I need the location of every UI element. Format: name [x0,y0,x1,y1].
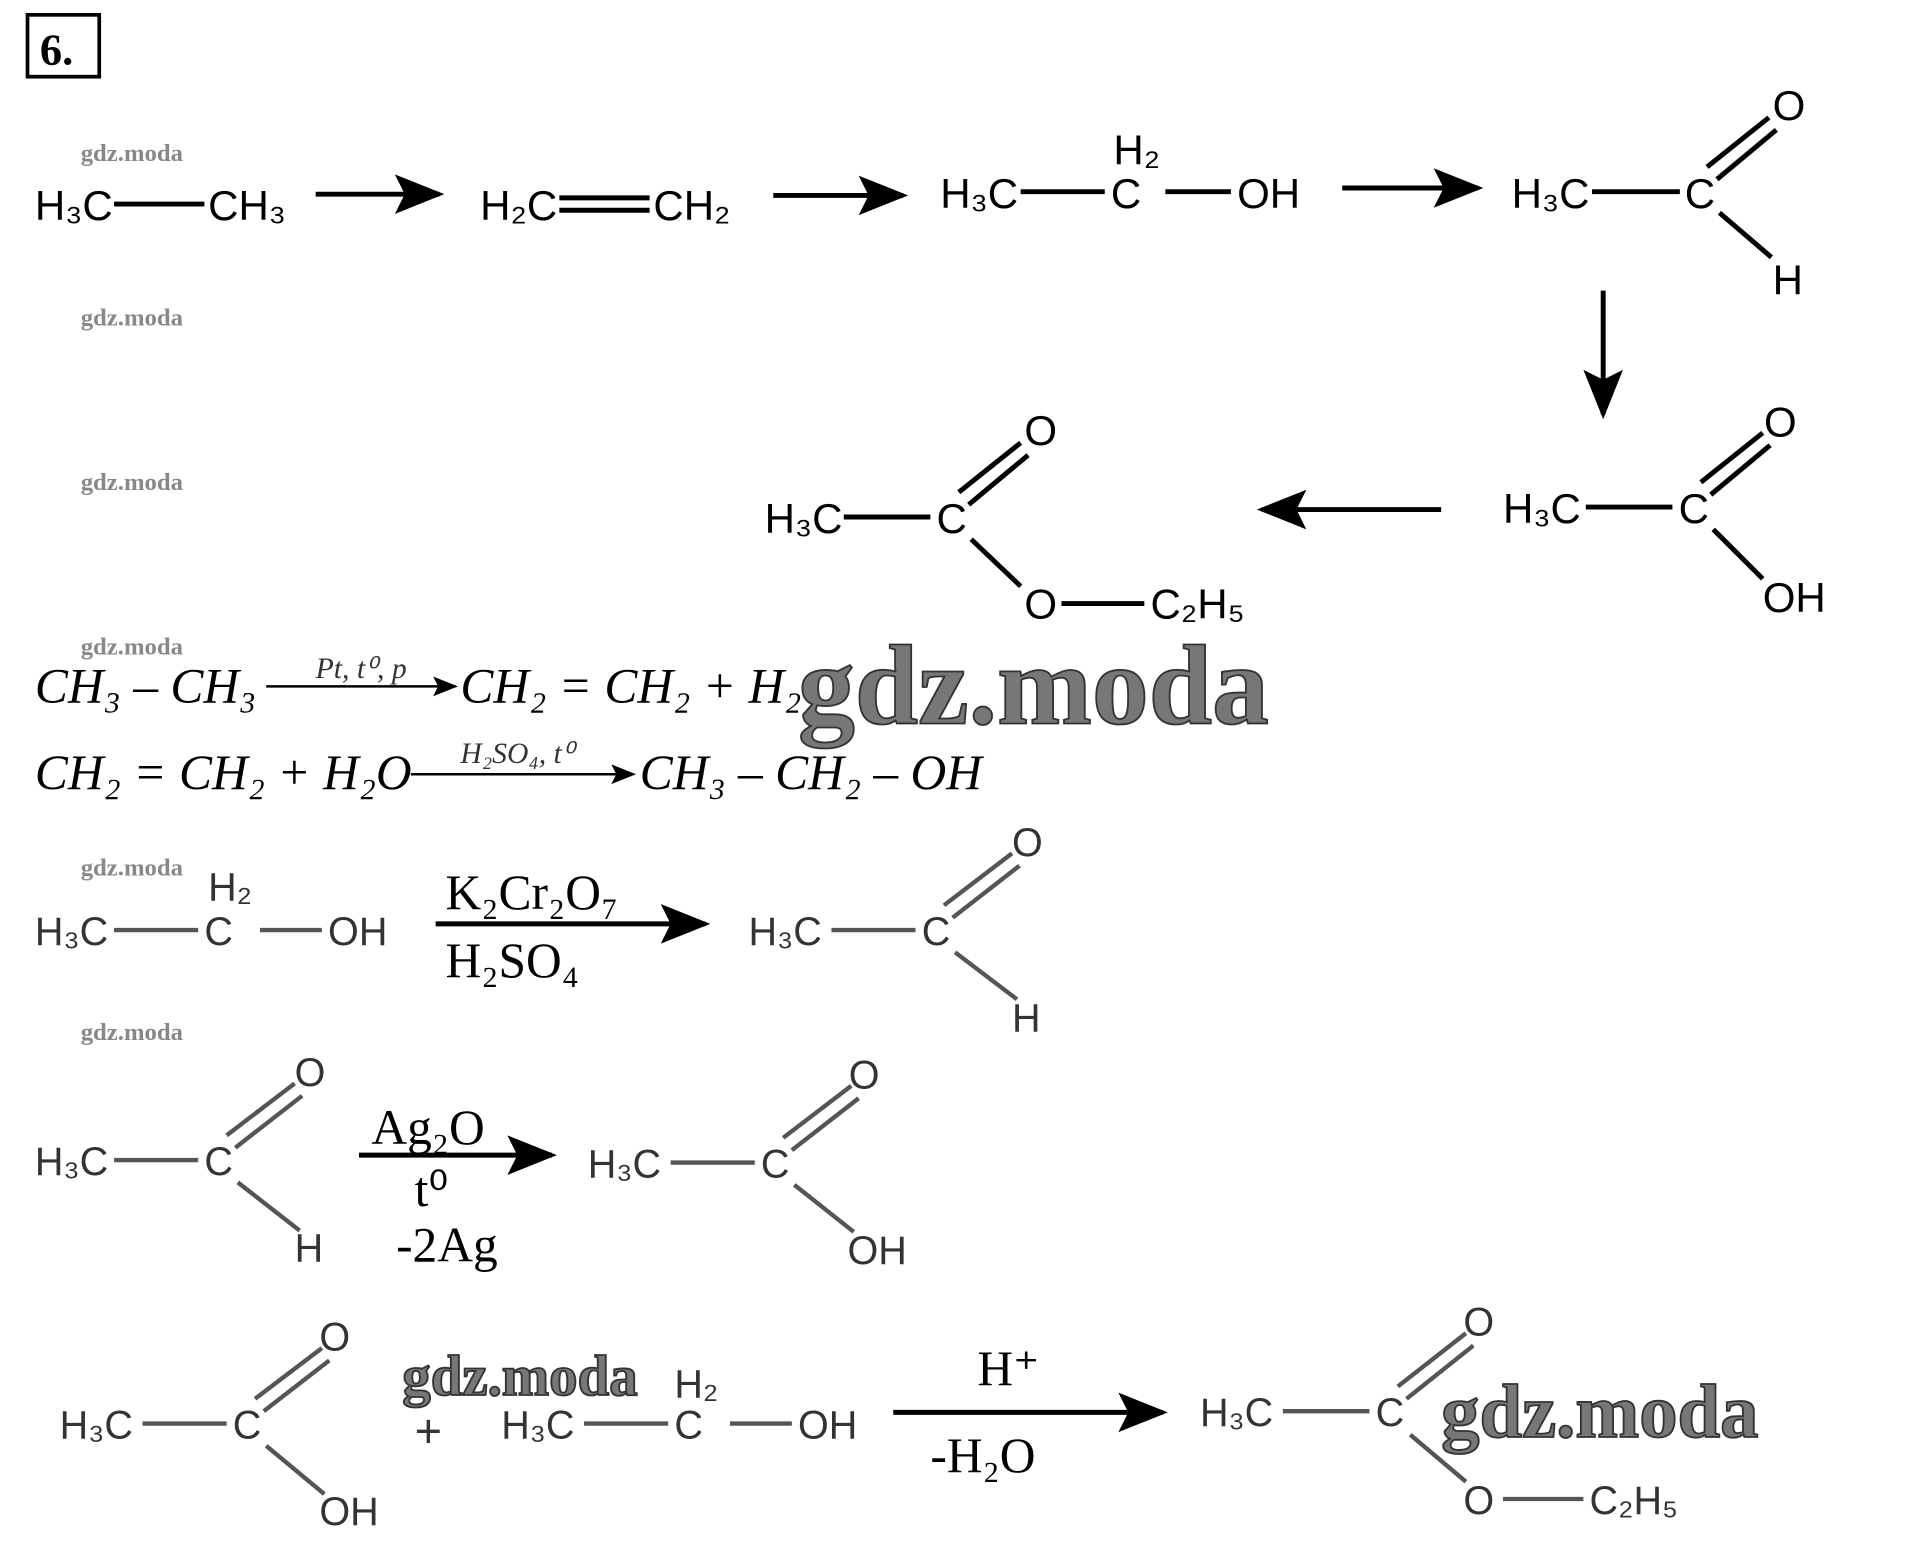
atom-label: H₃C [1512,170,1590,217]
reagent: t⁰ [415,1162,449,1217]
atom-label: O [1764,399,1797,446]
atom-label: C [937,495,967,542]
reagent: -H₂O [930,1428,1035,1483]
atom-label: C [1111,170,1141,217]
atom-label: OH [1237,170,1300,217]
atom-label: C [1679,485,1709,532]
atom-label: C₂H₅ [1590,1479,1678,1523]
atom-label: OH [319,1490,378,1534]
atom-label: O [295,1051,326,1095]
reagent: H₂SO₄ [446,933,579,988]
acetaldehyde: H₃C C O H [1512,82,1806,303]
watermark-large: gdz.moda [798,623,1269,749]
reagent: -2Ag [396,1218,498,1273]
atom-label: H₂ [208,865,252,909]
atom-label: O [1012,821,1043,865]
atom-label: OH [848,1229,907,1273]
atom-label: O [1773,82,1806,129]
reaction-condition: H₂SO₄, t⁰ [459,738,577,770]
atom-label: H₃C [35,182,113,229]
ethanol: H₃C C H₂ OH [940,126,1300,216]
reagent: Ag₂O [371,1100,484,1155]
atom-label: C₂H₅ [1151,580,1245,627]
atom-label: O [1024,407,1057,454]
atom-label: O [1463,1301,1494,1345]
atom-label: H₃C [60,1403,133,1447]
atom-label: O [319,1316,350,1360]
watermark: gdz.moda [81,855,183,882]
atom-label: C [674,1403,703,1447]
acetic-acid: H₃C C O OH [1503,399,1826,622]
watermark: gdz.moda [81,469,183,496]
watermark: gdz.moda [81,304,183,331]
atom-label: H₃C [35,1140,108,1184]
equation-3: H₃C C H₂ OH K₂Cr₂O₇ H₂SO₄ H₃C C O H [35,821,1043,1041]
atom-label: C [1376,1391,1405,1435]
atom-label: H₃C [1200,1391,1273,1435]
equation-right: CH₂ = CH₂ + H₂ [460,658,801,713]
reagent: H⁺ [977,1341,1039,1396]
atom-label: H₃C [35,910,108,954]
watermark-large: gdz.moda [402,1345,637,1408]
watermark: gdz.moda [81,140,183,167]
reaction-condition: Pt, t⁰, p [315,653,407,685]
atom-label: O [1463,1479,1494,1523]
atom-label: C [204,910,233,954]
watermark-large: gdz.moda [1441,1369,1758,1454]
atom-label: H₃C [501,1403,574,1447]
equation-right: CH₃ – CH₂ – OH [640,745,984,800]
atom-label: H [1773,256,1803,303]
atom-label: H₃C [940,170,1018,217]
atom-label: OH [1763,574,1826,621]
atom-label: H [295,1227,324,1271]
equation-4: H₃C C O H Ag₂O t⁰ -2Ag H₃C C O OH [35,1051,907,1273]
ethyl-acetate: H₃C C O O C₂H₅ [765,407,1245,627]
watermark: gdz.moda [81,1019,183,1046]
atom-label: C [204,1140,233,1184]
atom-label: H [1012,996,1041,1040]
atom-label: H₂ [1113,126,1160,173]
atom-label: H₂ [674,1363,718,1407]
ethane: H₃C CH₃ [35,182,286,229]
atom-label: O [1024,580,1057,627]
atom-label: H₃C [765,495,843,542]
atom-label: C [922,910,951,954]
atom-label: H₃C [749,910,822,954]
plus-sign: + [415,1404,442,1457]
atom-label: OH [328,910,387,954]
atom-label: C [233,1403,262,1447]
task-number-box [25,12,102,79]
atom-label: C [761,1142,790,1186]
reagent: K₂Cr₂O₇ [446,865,619,920]
atom-label: H₂C [480,182,557,229]
ethylene: H₂C CH₂ [480,182,730,229]
equation-2: CH₂ = CH₂ + H₂O H₂SO₄, t⁰ CH₃ – CH₂ – OH [35,738,984,800]
equation-5: H₃C C O OH + H₃C C H₂ OH H⁺ -H₂O H₃C C O… [60,1301,1678,1534]
atom-label: H₃C [588,1142,661,1186]
atom-label: OH [798,1403,857,1447]
atom-label: CH₂ [653,182,730,229]
atom-label: CH₃ [208,182,286,229]
equation-left: CH₂ = CH₂ + H₂O [35,745,412,800]
atom-label: C [1685,170,1715,217]
watermarks: gdz.moda gdz.moda gdz.moda gdz.moda gdz.… [81,140,183,1046]
equation-1: CH₃ – CH₃ Pt, t⁰, p CH₂ = CH₂ + H₂ [35,653,801,714]
atom-label: O [849,1053,880,1097]
watermark: gdz.moda [81,633,183,660]
atom-label: H₃C [1503,485,1581,532]
task-number: 6. [40,24,73,74]
equation-left: CH₃ – CH₃ [35,658,256,713]
